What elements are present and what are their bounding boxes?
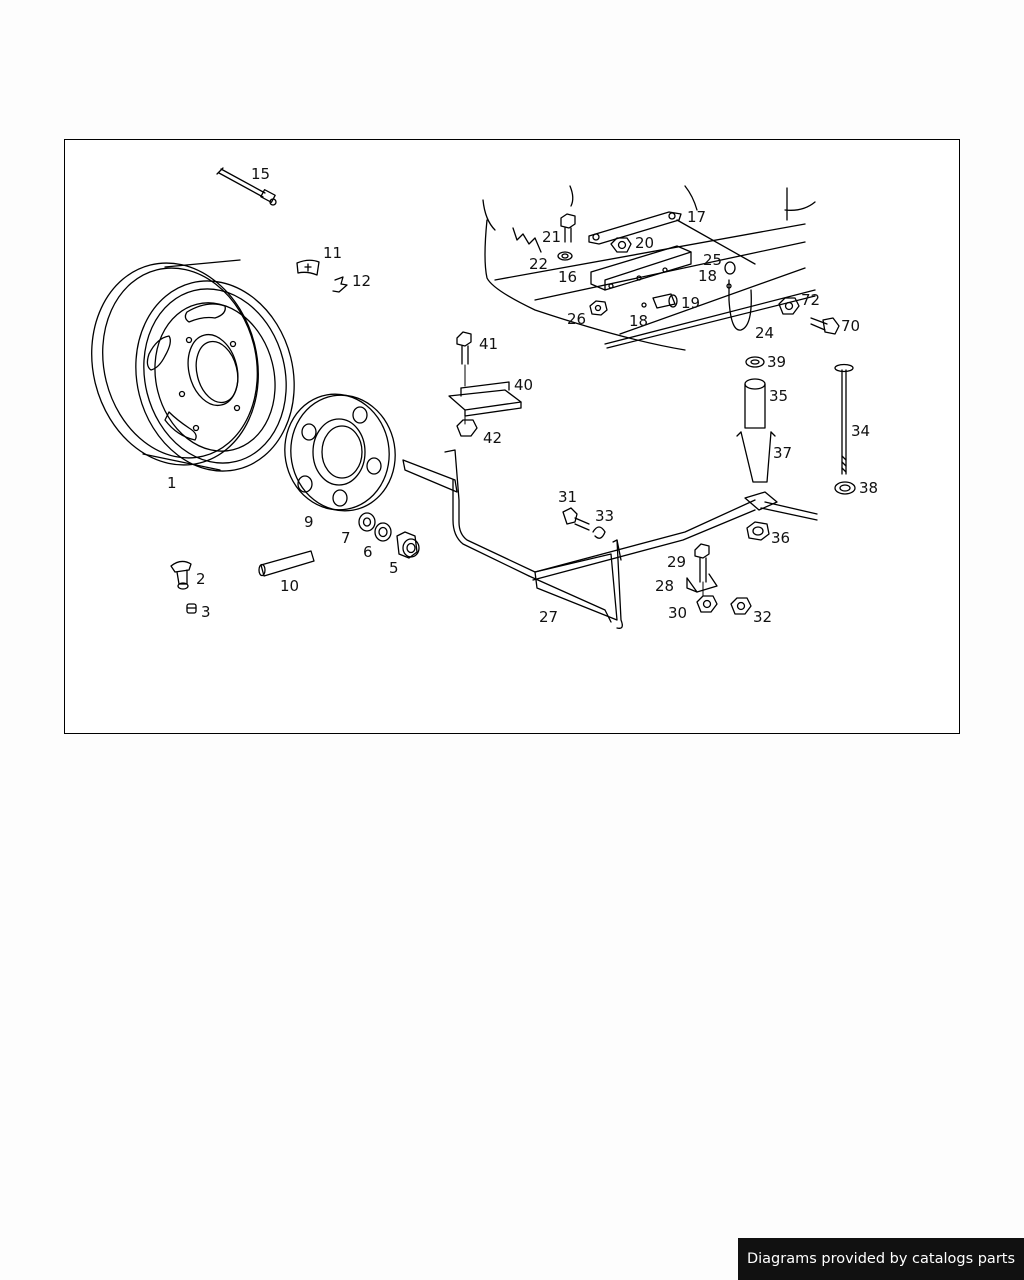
callout-17: 17 (687, 208, 706, 226)
callout-18-a: 18 (698, 267, 717, 285)
callout-28: 28 (655, 577, 674, 595)
parts-diagram-frame: 1 2 3 5 6 7 9 10 11 12 15 16 17 18 18 19… (64, 139, 960, 734)
callout-70: 70 (841, 317, 860, 335)
bracket-28-part (686, 573, 718, 593)
bolt-70-part (810, 317, 840, 335)
callout-1: 1 (167, 474, 177, 492)
callout-27: 27 (539, 608, 558, 626)
spring-washer-33-part (592, 526, 606, 539)
callout-20: 20 (635, 234, 654, 252)
callout-24: 24 (755, 324, 774, 342)
valve-part (170, 560, 192, 590)
bolt-41-part (456, 331, 472, 365)
callout-41: 41 (479, 335, 498, 353)
callout-25: 25 (703, 251, 722, 269)
nut-30-part (696, 595, 718, 613)
carrier-bracket-part (590, 245, 692, 291)
nut-26-part (589, 300, 608, 316)
clip-part (332, 276, 348, 293)
cover-37-part (736, 431, 776, 483)
callout-40: 40 (514, 376, 533, 394)
bracket-part (588, 211, 756, 265)
callout-39: 39 (767, 353, 786, 371)
bolt-31-part (562, 507, 590, 531)
callout-34: 34 (851, 422, 870, 440)
callout-30: 30 (668, 604, 687, 622)
callout-26: 26 (567, 310, 586, 328)
nut-72-part (778, 297, 800, 315)
bolt-29-part (694, 543, 710, 583)
balance-weight-part (296, 259, 320, 276)
callout-2: 2 (196, 570, 206, 588)
callout-6: 6 (363, 543, 373, 561)
callout-labels: 1 2 3 5 6 7 9 10 11 12 15 16 17 18 18 19… (167, 165, 878, 626)
valve-extension-part (216, 167, 277, 206)
parts-diagram: 1 2 3 5 6 7 9 10 11 12 15 16 17 18 18 19… (91, 165, 878, 629)
nut-42-part (456, 419, 478, 437)
callout-3: 3 (201, 603, 211, 621)
callout-35: 35 (769, 387, 788, 405)
bolt-19-part (641, 293, 678, 309)
callout-10: 10 (280, 577, 299, 595)
bolt-21-part (560, 213, 576, 243)
ring-part (374, 522, 392, 542)
callout-11: 11 (323, 244, 342, 262)
callout-16: 16 (558, 268, 577, 286)
nut-32-part (730, 597, 752, 615)
wheel-nut-part (396, 531, 420, 559)
bolt-34-part (834, 363, 854, 475)
wheel-rim-part (91, 259, 295, 472)
callout-19: 19 (681, 294, 700, 312)
nut-20-part (610, 237, 632, 253)
washer-39-part (745, 356, 765, 368)
callout-18-b: 18 (629, 312, 648, 330)
callout-21: 21 (542, 228, 561, 246)
callout-29: 29 (667, 553, 686, 571)
callout-33: 33 (595, 507, 614, 525)
callout-42: 42 (483, 429, 502, 447)
sleeve-35-part (744, 378, 766, 429)
pipe-part (258, 550, 315, 577)
callout-9: 9 (304, 513, 314, 531)
mount-plate-part (448, 381, 522, 417)
callout-36: 36 (771, 529, 790, 547)
callout-32: 32 (753, 608, 772, 626)
callout-7: 7 (341, 529, 351, 547)
washer-38-part (834, 481, 856, 495)
leader-lines (464, 364, 704, 597)
attribution-banner: Diagrams provided by catalogs parts (738, 1238, 1024, 1280)
callout-5: 5 (389, 559, 399, 577)
callout-31: 31 (558, 488, 577, 506)
attribution-text: Diagrams provided by catalogs parts (746, 1251, 1016, 1267)
washer-22-part (557, 251, 573, 261)
callout-72: 72 (801, 291, 820, 309)
hook-part (726, 279, 752, 331)
nut-36-part (746, 521, 770, 541)
spare-wheel-carrier-part (402, 449, 818, 629)
callout-12: 12 (352, 272, 371, 290)
callout-15: 15 (251, 165, 270, 183)
callout-37: 37 (773, 444, 792, 462)
valve-cap-part (186, 603, 197, 614)
callout-38: 38 (859, 479, 878, 497)
washer-part (358, 512, 376, 532)
wheel-spacer-part (284, 393, 396, 512)
callout-22: 22 (529, 255, 548, 273)
clip-25-part (724, 261, 736, 275)
